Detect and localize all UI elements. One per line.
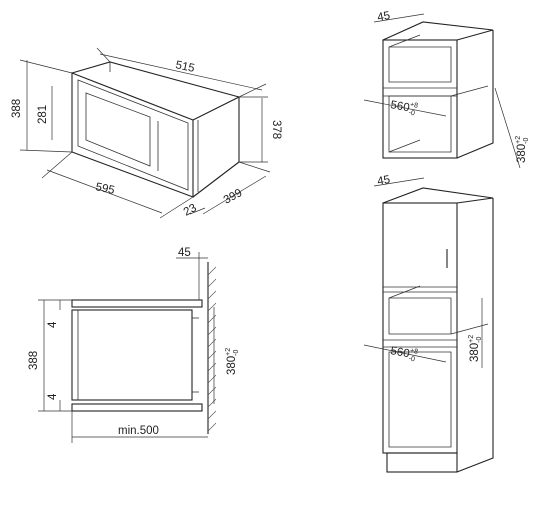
- tall-cabinet-side: [456, 198, 494, 473]
- dim-ext-399: [238, 161, 271, 173]
- dim-label-min500: min.500: [118, 425, 159, 437]
- tall-cabinet-niche: [388, 297, 452, 335]
- dim-label-380-wall-value: 380: [516, 144, 528, 163]
- wall-cabinet-inner-c: [388, 139, 421, 153]
- dim-label-380-wall-lower: -0: [523, 137, 530, 143]
- top-shelf: [71, 299, 203, 308]
- oven-door-window: [85, 92, 151, 167]
- dim-label-380-side-value: 380: [226, 356, 238, 375]
- dim-line-45-wall: [373, 13, 425, 23]
- dim-label-380-side: 380+2-0: [225, 348, 240, 375]
- tall-cabinet-front: [382, 202, 458, 454]
- dim-ext-595-b: [159, 196, 194, 219]
- dim-line-560-tall: [363, 344, 447, 363]
- wall-cabinet-niche: [388, 95, 452, 153]
- dim-label-45-wall: 45: [376, 10, 391, 24]
- dim-label-560-tall-lower: -0: [408, 355, 415, 363]
- wall-cabinet-top: [382, 21, 494, 41]
- wall-cabinet-front: [382, 39, 458, 159]
- dim-line-560-wall: [363, 99, 447, 117]
- dim-ext-388-b: [19, 149, 73, 153]
- dim-label-378: 378: [270, 120, 282, 139]
- dim-label-399: 399: [222, 187, 245, 207]
- dim-ext-388-a: [19, 59, 73, 74]
- dim-line-399: [202, 175, 267, 215]
- dim-ext-595-a: [41, 151, 73, 179]
- wall-cabinet-view: 45 560+8-0 380+2-0: [363, 10, 530, 169]
- dim-line-45-tall: [373, 177, 425, 187]
- dim-label-388-side: 388: [28, 351, 40, 370]
- wall-cabinet-upper-open: [388, 46, 452, 83]
- wall-cabinet-inner-a: [388, 34, 421, 48]
- oven-body-top: [71, 61, 241, 121]
- wall-cabinet-inner-b: [450, 85, 489, 97]
- oven-body-bottom: [192, 161, 240, 198]
- dim-line-23: [189, 207, 206, 215]
- dim-label-380-wall-upper: +2: [515, 136, 522, 144]
- side-section-view: 45 388 4 4 380+2-0 min.500: [28, 247, 240, 443]
- bottom-shelf: [71, 403, 203, 412]
- dim-label-380-wall: 380+2-0: [515, 136, 530, 163]
- dim-label-595: 595: [94, 181, 115, 197]
- tall-cabinet-view: 45 560+8-0 380+2-0: [363, 174, 494, 473]
- dim-label-560-wall: 560+8-0: [389, 98, 418, 118]
- dim-label-23: 23: [182, 202, 199, 219]
- dim-ext-515-a: [96, 47, 111, 63]
- dim-label-388: 388: [11, 99, 23, 118]
- dim-label-281: 281: [37, 105, 49, 124]
- oven-front-frame: [71, 72, 194, 198]
- dim-label-560-tall: 560+8-0: [389, 344, 418, 364]
- oven-perspective-view: 515 388 281 378 595 399 23: [11, 47, 282, 219]
- dim-label-380-side-upper: +2: [225, 348, 232, 356]
- dim-label-4-top: 4: [47, 321, 59, 328]
- dim-label-4-bottom: 4: [47, 393, 59, 400]
- dim-label-380-side-lower: -0: [233, 349, 240, 355]
- dim-label-560-tall-value: 560: [389, 345, 410, 360]
- tall-cabinet-lower-open: [388, 351, 452, 448]
- wall-cabinet-side: [456, 30, 494, 159]
- dim-label-380-tall-value: 380: [469, 343, 481, 362]
- dim-label-560-wall-upper: +8: [409, 101, 418, 109]
- dim-label-380-tall: 380+2-0: [468, 335, 483, 362]
- dim-line-515: [99, 53, 263, 91]
- dim-label-45-tall: 45: [376, 174, 391, 188]
- dim-label-380-tall-upper: +2: [468, 335, 475, 343]
- dim-label-45-side: 45: [178, 247, 191, 259]
- wall-hatching: [207, 266, 217, 432]
- tall-cabinet-plinth: [386, 452, 458, 473]
- dim-ext-515-b: [238, 83, 267, 98]
- dim-label-515: 515: [174, 59, 195, 75]
- oven-front-inner: [77, 79, 189, 191]
- dim-label-560-wall-value: 560: [389, 99, 410, 114]
- tall-cabinet-inner-a: [388, 285, 421, 299]
- dim-label-560-wall-lower: -0: [408, 109, 415, 117]
- dim-label-560-tall-upper: +8: [409, 347, 418, 355]
- oven-side-body: [71, 309, 193, 401]
- dim-line-595: [46, 169, 163, 214]
- dim-label-380-tall-lower: -0: [476, 336, 483, 342]
- tall-cabinet-top: [382, 187, 494, 204]
- dim-line-380-wall: [494, 87, 521, 169]
